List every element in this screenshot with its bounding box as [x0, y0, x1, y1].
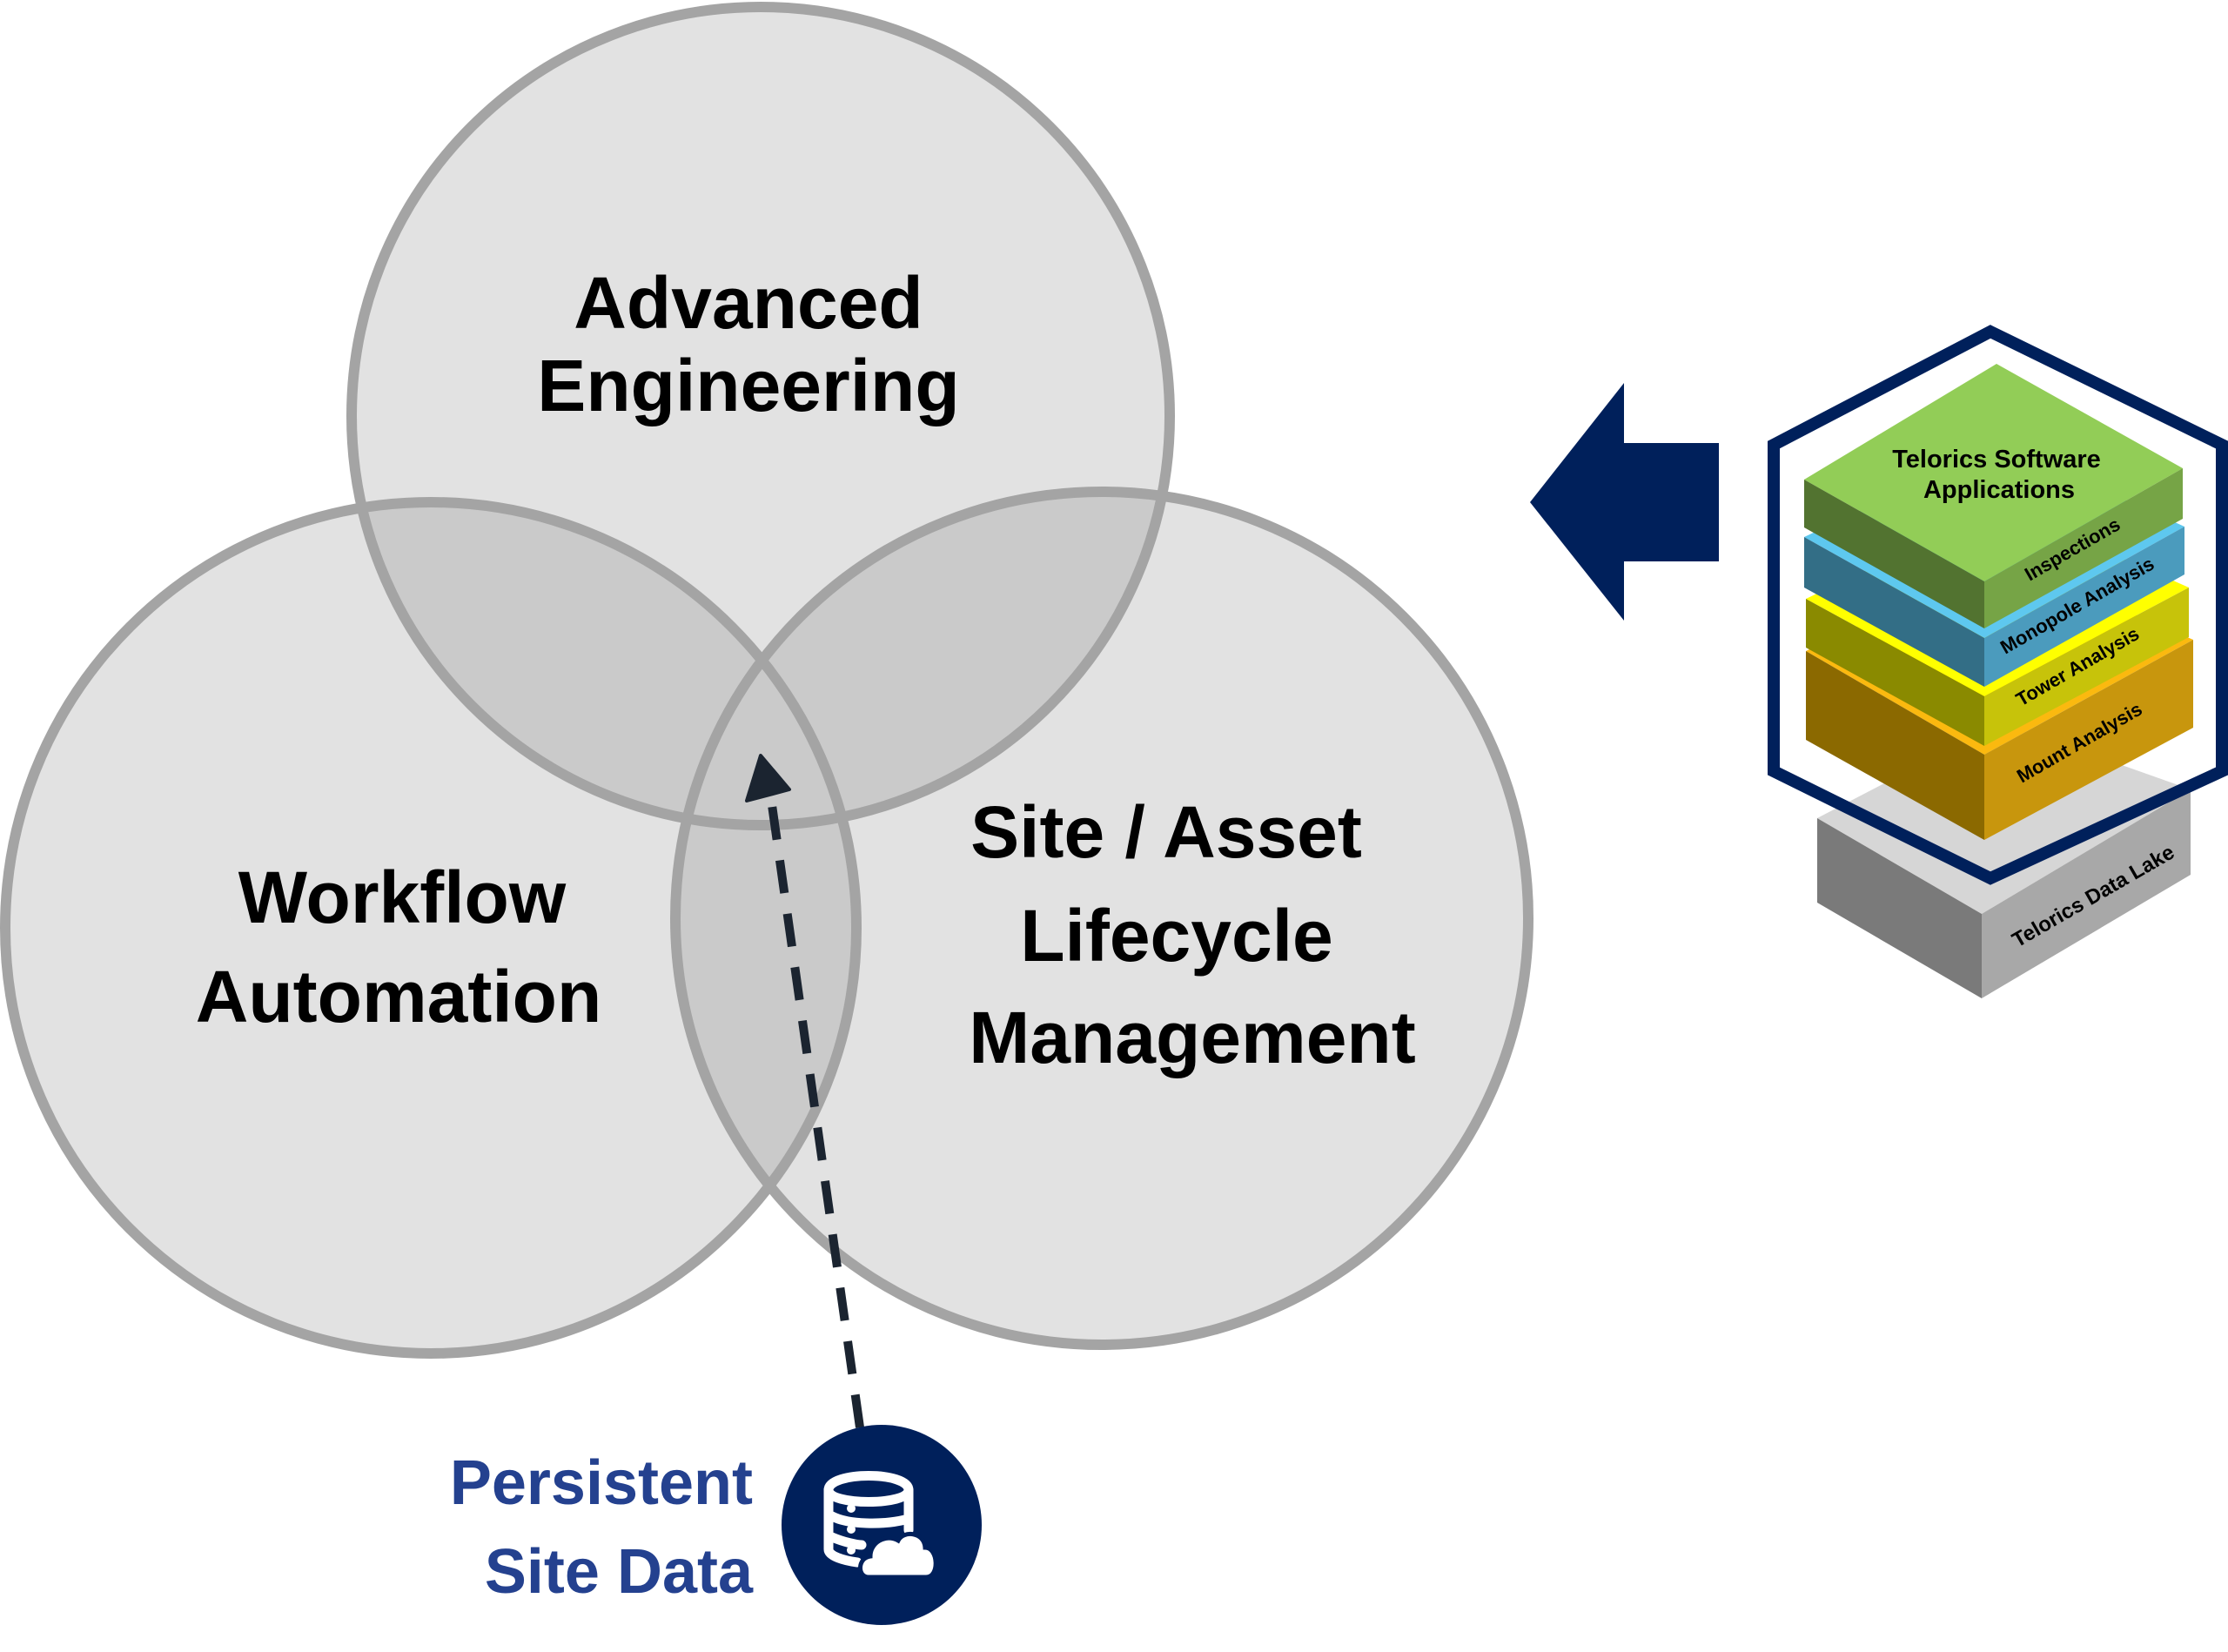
label-site-asset-lifecycle: Site / Asset Lifecycle Management	[969, 791, 1415, 1078]
label-line: Lifecycle	[1020, 895, 1333, 977]
stack-title-line: Applications	[1923, 476, 2075, 504]
hexagon-frame	[1768, 325, 2228, 885]
data-flow-arrow	[745, 754, 864, 1428]
stack-title-line: Telorics Software	[1892, 446, 2101, 473]
psd-label-line: Site Data	[485, 1537, 754, 1607]
circle-advanced-engineering	[346, 2, 1175, 830]
psd-label-line: Persistent	[450, 1448, 753, 1518]
arrow-left-icon	[1530, 383, 1719, 621]
label-line: Workflow	[238, 856, 567, 938]
circle-site-asset-lifecycle	[670, 487, 1533, 1350]
database-cloud-icon	[782, 1425, 982, 1625]
label-line: Engineering	[537, 345, 959, 426]
label-line: Advanced	[574, 262, 923, 344]
layer-inspections: Inspections	[1804, 364, 2183, 628]
label-line: Automation	[196, 956, 602, 1038]
label-workflow-automation: Workflow Automation	[196, 856, 602, 1038]
venn-diagram	[0, 2, 1533, 1359]
persistent-site-data: Persistent Site Data	[450, 1425, 982, 1625]
circle-workflow-automation	[0, 497, 862, 1359]
overlap-top-left	[352, 502, 856, 825]
label-line: Site / Asset	[970, 791, 1362, 873]
arrowhead-icon	[745, 754, 791, 802]
label-line: Management	[969, 997, 1415, 1078]
software-stack: Telorics Data Lake Mount Analysis Tower …	[1768, 325, 2228, 998]
label-advanced-engineering: Advanced Engineering	[537, 262, 959, 426]
overlap-top-right	[675, 492, 1170, 825]
